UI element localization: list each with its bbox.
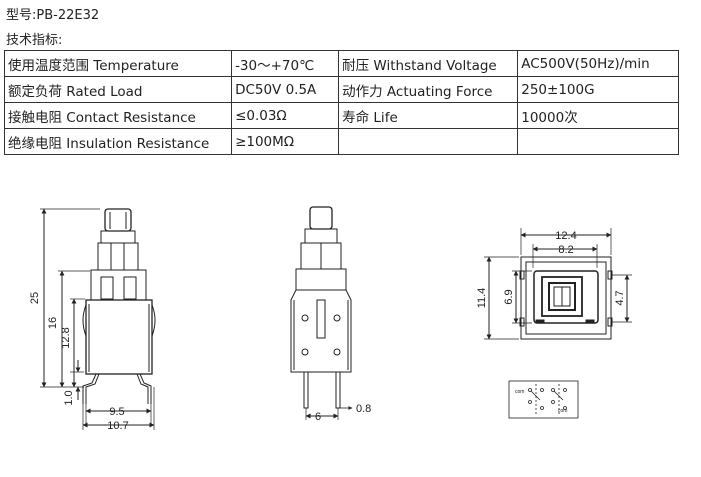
table-cell: 250±100G <box>517 76 679 103</box>
dimension-0-8: 0.8 <box>356 403 371 415</box>
table-cell: ≥100MΩ <box>231 128 340 155</box>
table-cell <box>517 128 679 155</box>
table-cell: 额定负荷 Rated Load <box>3 76 233 103</box>
circuit-schematic <box>508 380 579 419</box>
schematic-com-right: com <box>558 408 567 414</box>
dimension-11-4: 11.4 <box>476 288 488 309</box>
dimension-6-9: 6.9 <box>503 289 515 304</box>
model-label: 型号:PB-22E32 <box>6 8 100 23</box>
dimension-1-0: 1.0 <box>63 390 75 405</box>
table-cell <box>338 128 519 155</box>
schematic-com-left: com <box>515 389 524 395</box>
dimension-4-7: 4.7 <box>614 290 626 305</box>
specs-table: 使用温度范围 Temperature -30～+70℃ 耐压 Withstand… <box>3 50 679 155</box>
table-cell: 使用温度范围 Temperature <box>3 50 233 77</box>
tech-specs-label: 技术指标: <box>6 33 63 48</box>
front-view <box>40 208 156 430</box>
table-cell: 耐压 Withstand Voltage <box>338 50 519 77</box>
table-cell: AC500V(50Hz)/min <box>517 50 679 77</box>
dimension-6: 6 <box>315 411 321 423</box>
dimension-8-2: 8.2 <box>558 244 573 256</box>
dimension-12-4: 12.4 <box>555 230 576 242</box>
table-cell: 动作力 Actuating Force <box>338 76 519 103</box>
table-row: 绝缘电阻 Insulation Resistance ≥100MΩ <box>3 128 679 155</box>
table-cell: 接触电阻 Contact Resistance <box>3 102 233 129</box>
dimension-height: 25 <box>29 292 41 304</box>
table-cell: ≤0.03Ω <box>231 102 340 129</box>
side-view <box>290 206 353 420</box>
table-row: 使用温度范围 Temperature -30～+70℃ 耐压 Withstand… <box>3 50 679 77</box>
dimension-10-7: 10.7 <box>107 420 128 432</box>
top-view <box>484 228 632 340</box>
table-cell: 绝缘电阻 Insulation Resistance <box>3 128 233 155</box>
dimension-12-8: 12.8 <box>60 327 72 348</box>
table-cell: DC50V 0.5A <box>231 76 340 103</box>
dimension-9-5: 9.5 <box>109 406 124 418</box>
table-row: 额定负荷 Rated Load DC50V 0.5A 动作力 Actuating… <box>3 76 679 103</box>
dimension-16: 16 <box>47 317 59 329</box>
